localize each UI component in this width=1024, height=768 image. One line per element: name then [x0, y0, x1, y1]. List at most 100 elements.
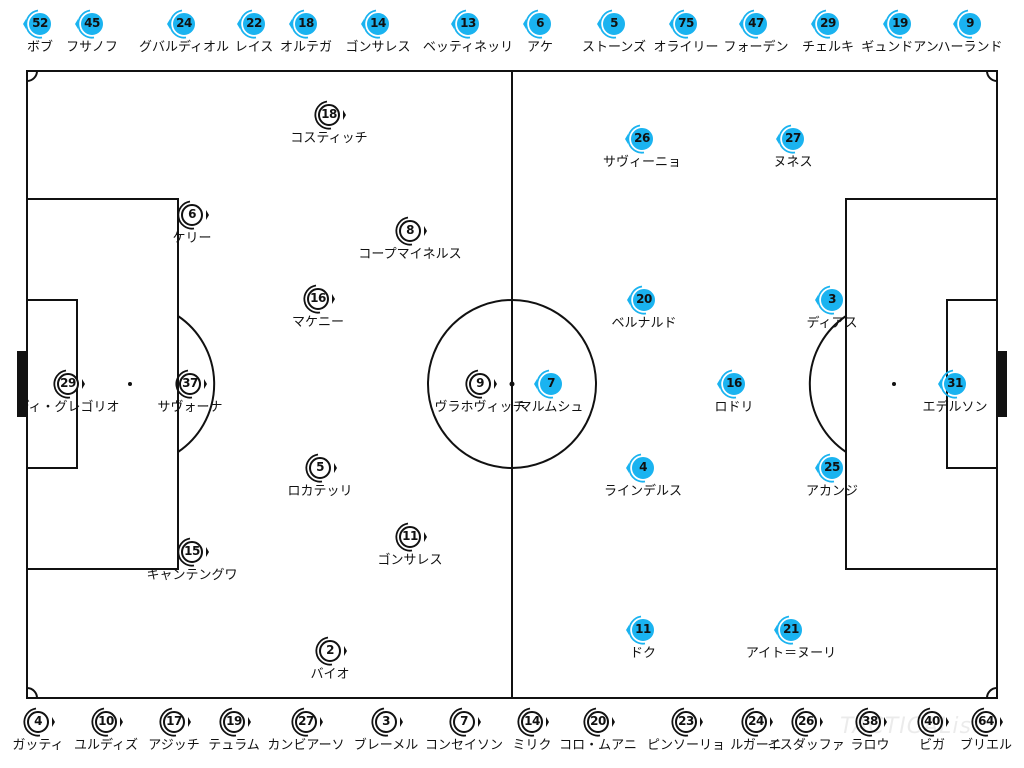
player-name: アジッチ: [148, 738, 200, 753]
player-name: ハーランド: [937, 40, 1003, 55]
player-number: 16: [310, 291, 326, 305]
player-marker-icon: 13: [446, 9, 490, 39]
player-number: 11: [635, 622, 651, 636]
player-number: 17: [166, 714, 182, 728]
player-marker-icon: 20: [576, 707, 620, 737]
player-marker-icon: 22: [232, 9, 276, 39]
player-marker-icon: 31: [933, 369, 977, 399]
player-name: ドク: [629, 646, 656, 661]
player-number: 24: [748, 714, 764, 728]
player-name: コロ・ムアニ: [559, 738, 637, 753]
player-marker-icon: 18: [307, 100, 351, 130]
player-number: 19: [892, 16, 908, 30]
player-number: 29: [60, 376, 76, 390]
away-player-token[interactable]: 11 ドク: [583, 615, 703, 661]
away-player-token[interactable]: 19 ギュンドアン: [840, 9, 960, 55]
player-number: 52: [32, 16, 48, 30]
player-name: イスダッファ: [767, 738, 845, 753]
player-number: 37: [182, 376, 198, 390]
player-number: 19: [226, 714, 242, 728]
player-number: 4: [639, 460, 647, 474]
player-number: 15: [184, 544, 200, 558]
player-marker-icon: 21: [769, 615, 813, 645]
player-name: キャンテングワ: [146, 568, 238, 583]
player-number: 23: [678, 714, 694, 728]
player-number: 24: [176, 16, 192, 30]
player-number: 3: [382, 714, 390, 728]
player-marker-icon: 29: [46, 369, 90, 399]
player-number: 4: [34, 714, 42, 728]
player-name: レイス: [234, 40, 274, 55]
player-number: 5: [610, 16, 618, 30]
player-name: ロカテッリ: [287, 484, 353, 499]
player-marker-icon: 45: [70, 9, 114, 39]
player-marker-icon: 26: [620, 124, 664, 154]
player-name: サヴィーニョ: [602, 155, 681, 170]
home-player-token[interactable]: 17 アジッチ: [114, 707, 234, 753]
player-number: 11: [402, 529, 418, 543]
player-marker-icon: 25: [810, 453, 854, 483]
player-name: ラロウ: [850, 738, 890, 753]
player-marker-icon: 16: [296, 284, 340, 314]
player-number: 13: [460, 16, 476, 30]
player-name: オライリー: [653, 40, 719, 55]
home-player-token[interactable]: 15 キャンテングワ: [132, 537, 252, 583]
player-name: ギュンドアン: [861, 40, 939, 55]
player-marker-icon: 16: [712, 369, 756, 399]
player-number: 7: [460, 714, 468, 728]
player-marker-icon: 14: [510, 707, 554, 737]
player-marker-icon: 19: [212, 707, 256, 737]
player-name: アケ: [526, 40, 553, 55]
player-number: 14: [370, 16, 386, 30]
player-marker-icon: 3: [810, 285, 854, 315]
